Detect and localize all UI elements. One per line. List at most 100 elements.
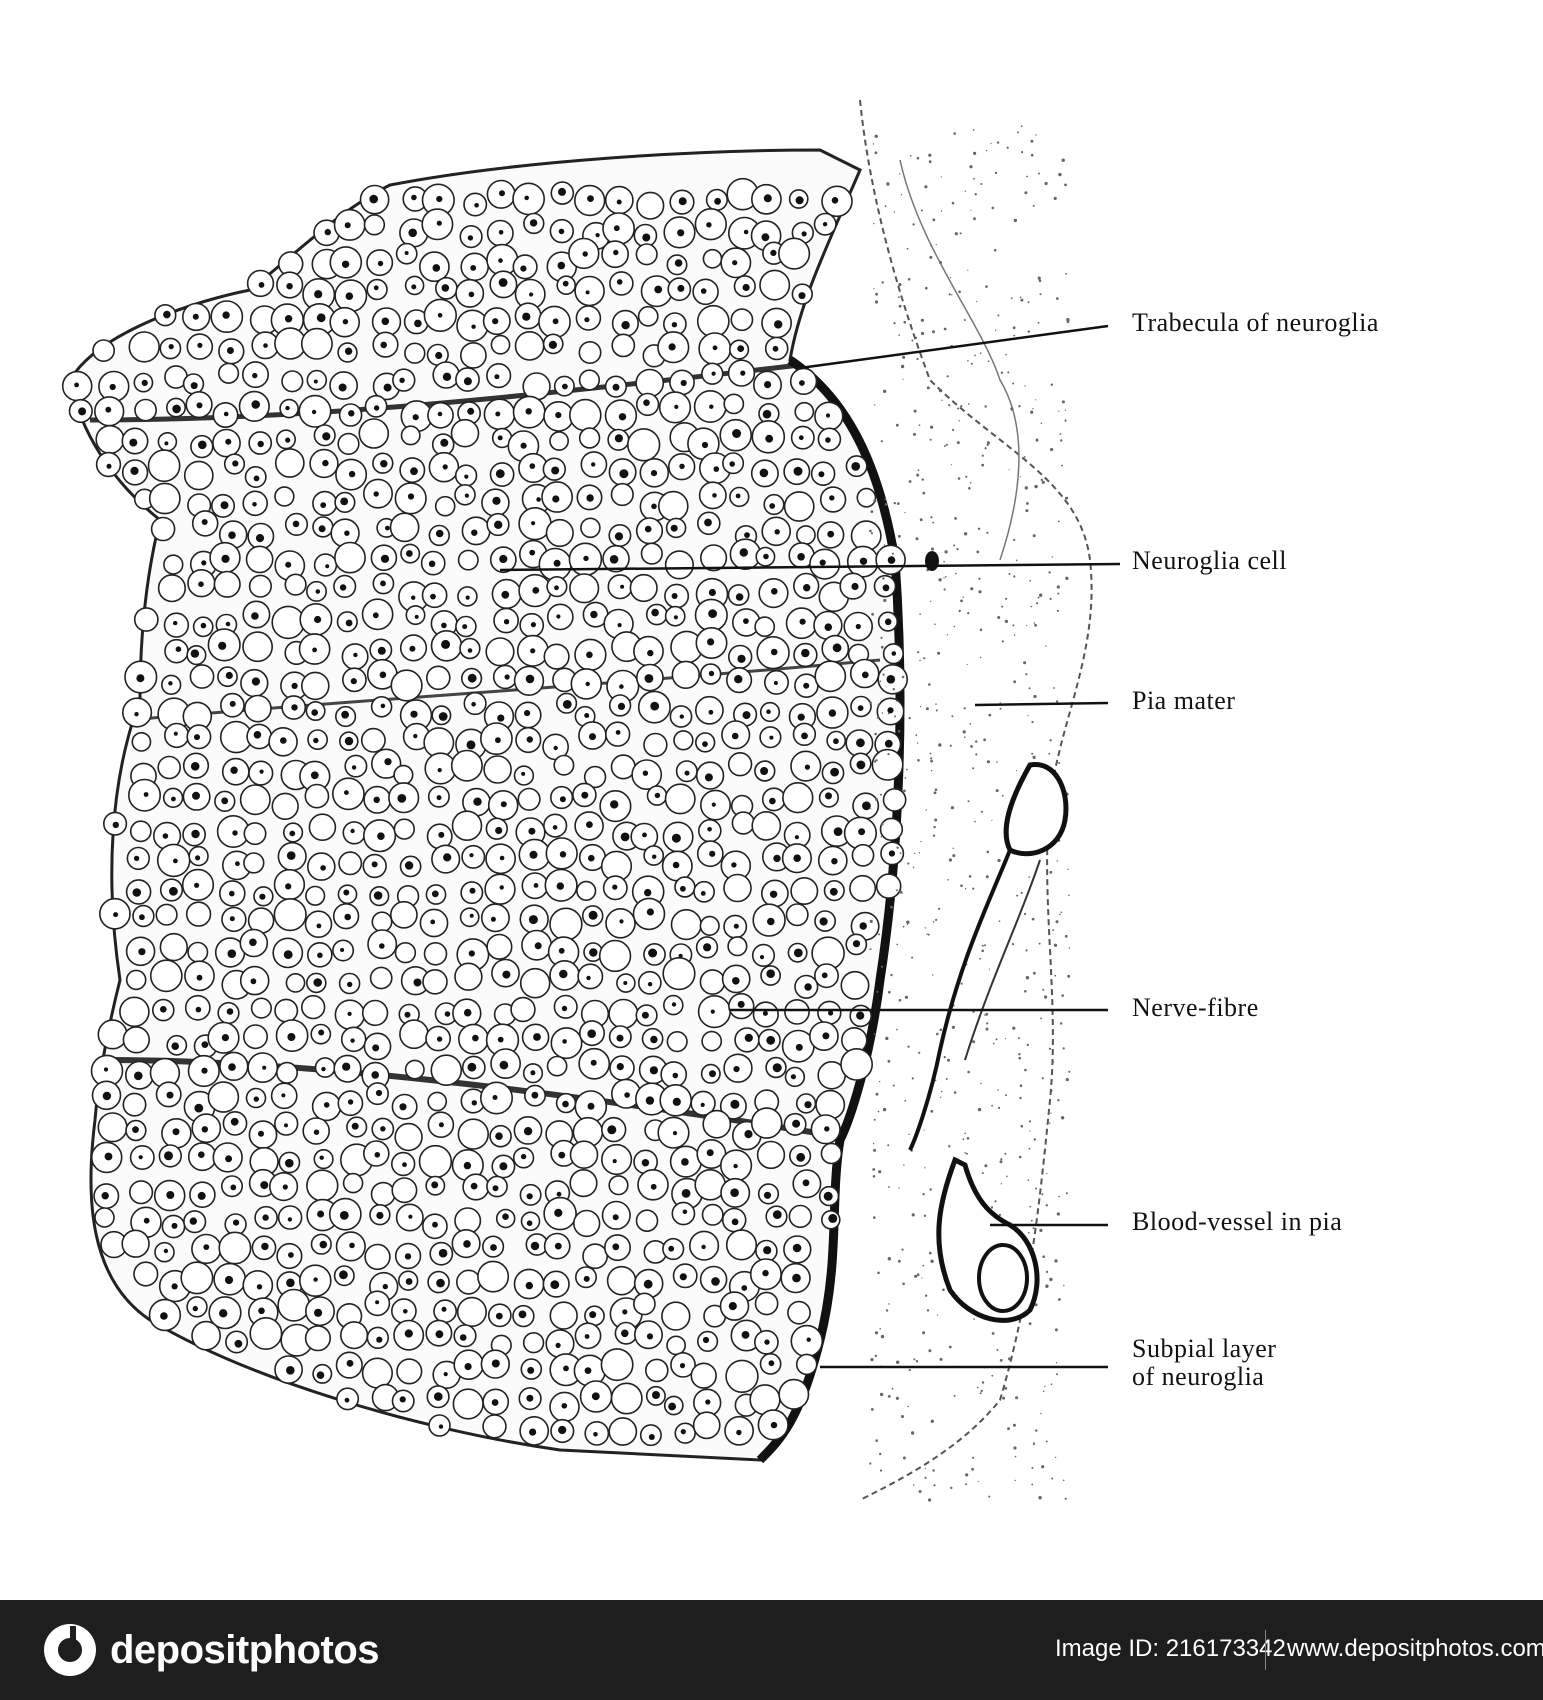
cell-nucleus xyxy=(550,1280,560,1289)
cell-nucleus xyxy=(314,615,322,624)
pia-stipple xyxy=(902,355,906,359)
cell-nucleus xyxy=(529,292,534,297)
cell-nucleus xyxy=(730,1099,740,1109)
cell xyxy=(342,1172,364,1194)
cell-nucleus xyxy=(737,345,745,352)
cell-nucleus xyxy=(314,1308,323,1317)
pia-stipple xyxy=(1051,1477,1054,1480)
cell-nucleus xyxy=(281,1093,286,1098)
cell xyxy=(637,305,659,327)
cell xyxy=(730,308,754,332)
pia-stipple xyxy=(1065,272,1067,275)
cell xyxy=(783,491,815,522)
cell xyxy=(701,1203,724,1226)
cell-nucleus xyxy=(171,1283,178,1290)
cell-nucleus xyxy=(641,1159,650,1167)
cell-nucleus xyxy=(255,534,265,543)
cell-nucleus xyxy=(469,913,474,918)
cell xyxy=(840,970,870,1000)
cell xyxy=(514,330,545,361)
cell-nucleus xyxy=(397,794,407,803)
cell xyxy=(95,424,125,455)
pia-stipple xyxy=(938,907,941,910)
pia-stipple xyxy=(875,798,878,801)
cell xyxy=(788,1204,812,1229)
cell-nucleus xyxy=(412,414,419,421)
cell-nucleus xyxy=(113,912,119,918)
cell-nucleus xyxy=(771,588,778,595)
pia-stipple xyxy=(945,443,948,446)
pia-stipple xyxy=(901,551,904,554)
cell xyxy=(456,1296,488,1327)
pia-stipple xyxy=(924,1294,928,1297)
pia-stipple xyxy=(1024,1068,1027,1072)
cell xyxy=(390,669,423,702)
cell-nucleus xyxy=(654,792,661,799)
pia-stipple xyxy=(932,330,935,334)
cell-nucleus xyxy=(536,497,541,502)
cell-nucleus xyxy=(314,290,323,299)
cell xyxy=(183,460,214,491)
cell-nucleus xyxy=(803,584,811,592)
pia-stipple xyxy=(958,290,961,294)
pia-stipple xyxy=(880,1334,885,1339)
pia-stipple xyxy=(1061,158,1065,162)
cell xyxy=(699,915,720,937)
cell-nucleus xyxy=(225,1155,233,1163)
cell-nucleus xyxy=(443,1372,448,1377)
pia-stipple xyxy=(1035,438,1039,442)
cell xyxy=(389,900,418,929)
cell-nucleus xyxy=(411,194,417,201)
cell-nucleus xyxy=(672,861,680,869)
cell-nucleus xyxy=(200,622,207,629)
cell-nucleus xyxy=(316,1371,325,1379)
pia-mater-inner xyxy=(899,159,1020,561)
cell-nucleus xyxy=(553,745,558,751)
pia-stipple xyxy=(953,132,956,135)
cell-nucleus xyxy=(342,319,349,325)
cell xyxy=(608,998,639,1029)
cell xyxy=(490,334,511,355)
cell-nucleus xyxy=(226,1008,234,1015)
cell xyxy=(879,817,904,841)
cell-nucleus xyxy=(618,413,627,421)
cell xyxy=(248,574,272,598)
cell-nucleus xyxy=(766,1035,776,1045)
cell xyxy=(313,553,338,577)
pia-stipple xyxy=(1062,1479,1065,1482)
cell xyxy=(790,876,819,905)
cell-nucleus xyxy=(441,622,447,629)
cell-nucleus xyxy=(711,371,716,376)
cell-nucleus xyxy=(589,1311,597,1319)
pia-stipple xyxy=(895,889,898,892)
cell-nucleus xyxy=(621,321,630,330)
cell-nucleus xyxy=(671,593,678,599)
cell-nucleus xyxy=(681,1189,691,1198)
cell-nucleus xyxy=(375,1089,383,1097)
pia-stipple xyxy=(885,1036,889,1041)
cell-nucleus xyxy=(766,709,771,714)
brand[interactable]: depositphotos xyxy=(42,1622,380,1678)
cell xyxy=(300,327,333,360)
cell-nucleus xyxy=(197,1191,206,1200)
pia-stipple xyxy=(1042,988,1045,991)
cell-nucleus xyxy=(325,564,330,569)
pia-stipple xyxy=(949,744,952,747)
pia-stipple xyxy=(1011,943,1015,946)
cell xyxy=(459,341,487,369)
cell-nucleus xyxy=(862,801,871,811)
pia-stipple xyxy=(926,1309,930,1312)
pia-stipple xyxy=(976,1386,979,1389)
pia-stipple xyxy=(1038,1496,1042,1500)
cell-nucleus xyxy=(769,503,776,509)
cell xyxy=(522,1331,545,1354)
cell xyxy=(274,448,305,478)
website-link[interactable]: www.depositphotos.com xyxy=(1287,1635,1543,1662)
cell xyxy=(97,1112,128,1143)
pia-stipple xyxy=(929,255,933,259)
pia-stipple xyxy=(936,1032,939,1036)
cell-nucleus xyxy=(286,1278,295,1288)
pia-stipple xyxy=(880,793,882,796)
nerve-fibre-cells xyxy=(61,125,1071,1502)
cell-nucleus xyxy=(533,1033,541,1041)
